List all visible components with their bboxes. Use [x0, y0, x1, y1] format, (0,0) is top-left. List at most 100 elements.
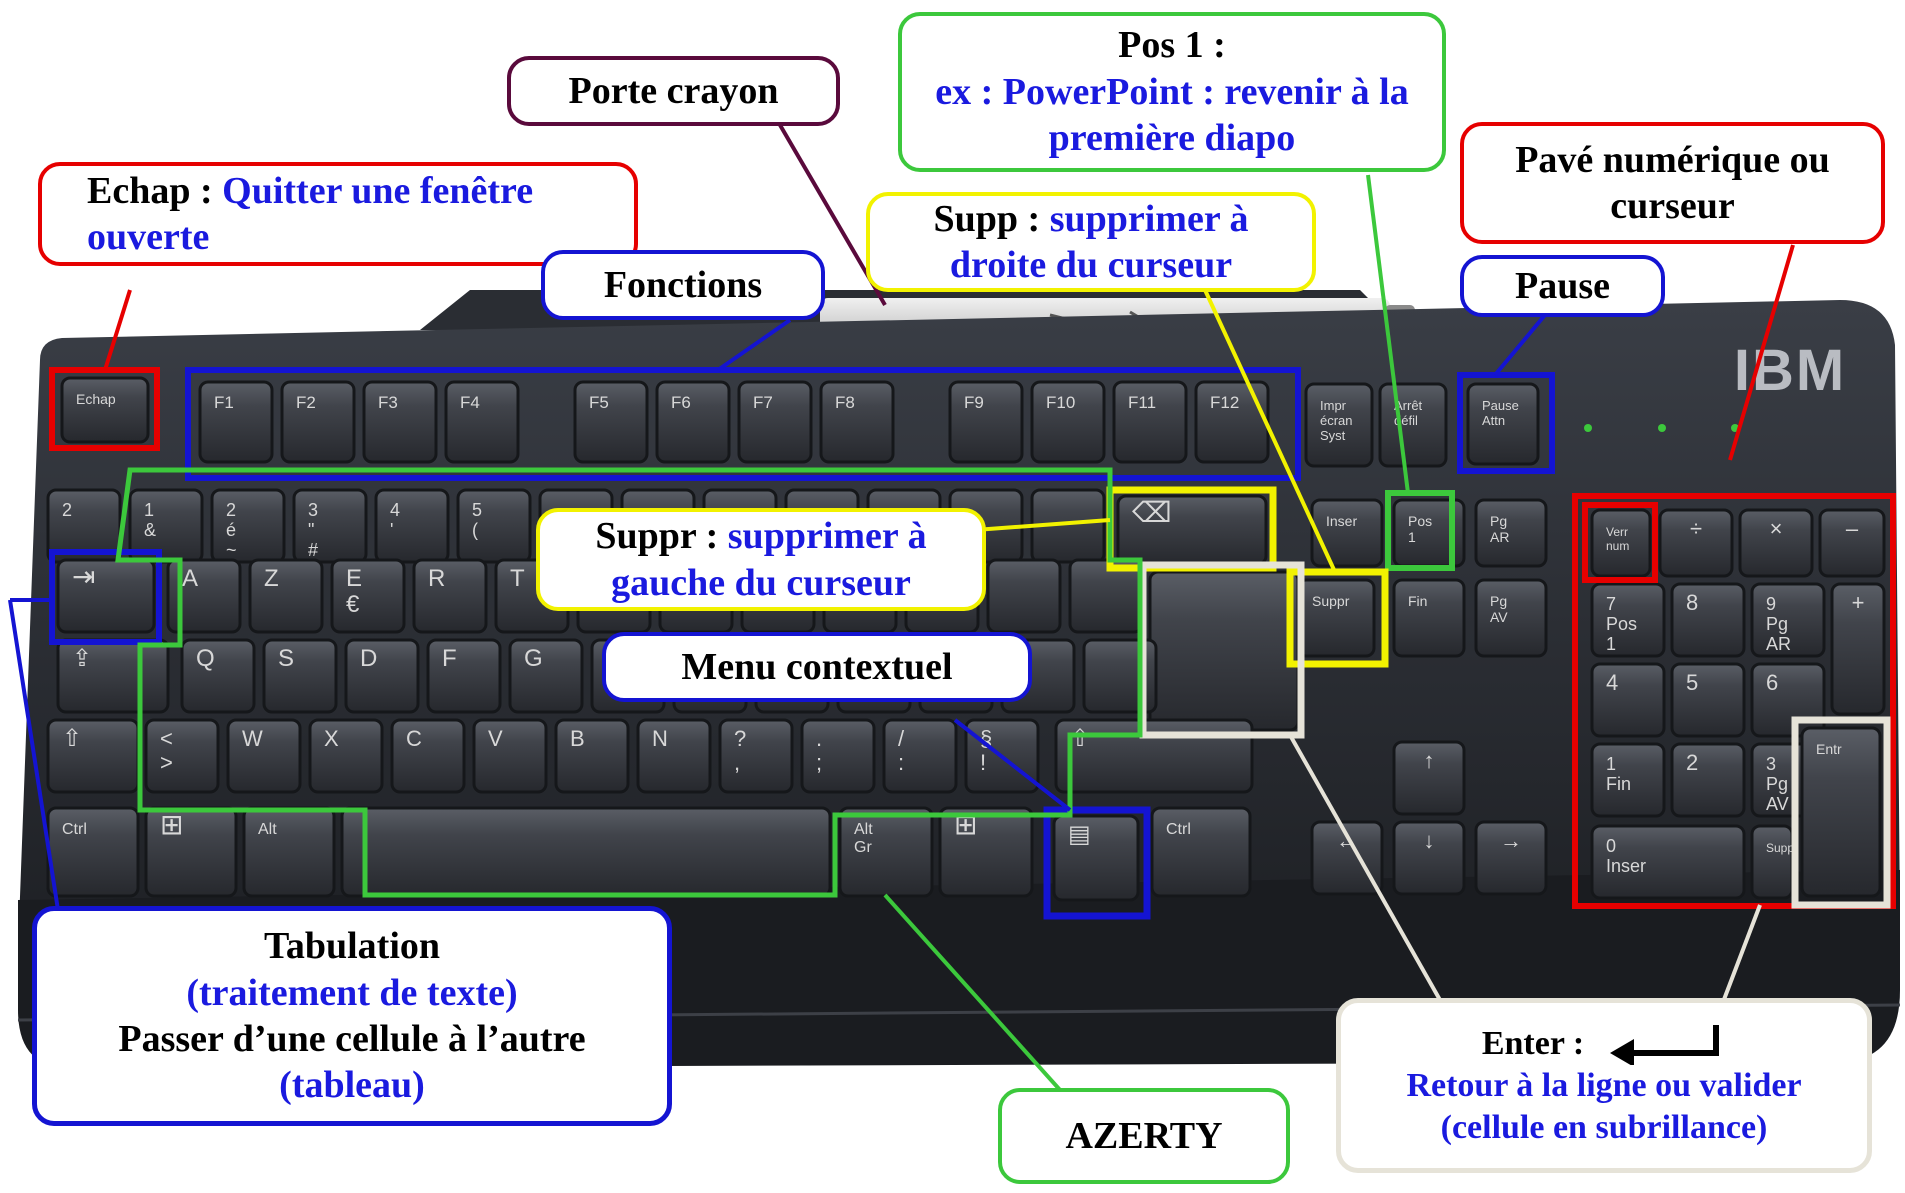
key-np7-legend: 7	[1606, 594, 1616, 614]
pointer-pos1	[1366, 174, 1410, 494]
key-f8	[819, 380, 895, 464]
key-f9-legend: F9	[964, 393, 984, 412]
key-num-4-legend: 4	[390, 500, 400, 520]
key-num-2	[210, 488, 286, 564]
key-f4-legend: F4	[460, 393, 480, 412]
key-f12-legend: F12	[1210, 393, 1239, 412]
pause-highlight	[1457, 372, 1555, 474]
key-5-wx-legend: B	[570, 726, 585, 751]
key-right-legend: →	[1500, 828, 1522, 853]
key-f4	[444, 380, 520, 464]
key-ctrl-l-legend: Ctrl	[62, 821, 87, 838]
key-np4-legend: 4	[1606, 670, 1618, 695]
callout-supp-desc: supprimer à droite du curseur	[949, 197, 1249, 286]
key-pause-legend: Attn	[1482, 413, 1505, 428]
callout-pave-title: Pavé numérique ou curseur	[1515, 138, 1830, 227]
key-num-3-legend: "	[308, 520, 314, 540]
key-f9	[948, 380, 1024, 464]
key-num-2-legend: 2	[226, 500, 236, 520]
key-np8-legend: 8	[1686, 590, 1698, 615]
key-pgar-legend: AR	[1490, 529, 1509, 545]
callout-echap: Echap : Quitter une fenêtre ouverte	[38, 162, 638, 266]
key-f2-legend: F2	[296, 393, 316, 412]
callout-echap-title: Echap :	[87, 169, 213, 212]
callout-pave: Pavé numérique ou curseur	[1460, 122, 1885, 244]
key-pgav-legend: Pg	[1490, 593, 1507, 609]
key-f1-legend: F1	[214, 393, 234, 412]
callout-enter-head: Enter :	[1341, 1023, 1867, 1066]
callout-fonctions: Fonctions	[541, 250, 825, 320]
callout-echap-text: Echap : Quitter une fenêtre ouverte	[87, 168, 634, 261]
callout-echap-desc: Quitter une fenêtre ouverte	[87, 169, 534, 258]
key-mul	[1738, 508, 1814, 578]
key-np1-legend: 1	[1606, 754, 1616, 774]
key-np0-legend: 0	[1606, 836, 1616, 856]
key-np9-legend: AR	[1766, 634, 1791, 654]
callout-pause: Pause	[1460, 255, 1665, 317]
callout-supp: Supp : supprimer à droite du curseur	[866, 192, 1316, 292]
key-np3-legend: AV	[1766, 794, 1789, 814]
key-suppr	[1296, 578, 1376, 658]
key-np5	[1670, 662, 1746, 738]
key-suppr-legend: Suppr	[1312, 593, 1350, 609]
key-8-wx-legend: ;	[816, 750, 822, 775]
key-num-0-legend: 2	[62, 500, 72, 520]
key-num-5-legend: (	[472, 520, 478, 540]
key-f10-legend: F10	[1046, 393, 1075, 412]
callout-tab-line2: Passer d’une cellule à l’autre	[118, 1018, 586, 1060]
callout-suppr-title: Suppr :	[595, 515, 719, 558]
key-ctrl-r	[1150, 806, 1252, 898]
enter-arrow-icon	[1610, 1025, 1720, 1066]
pointer-enter-1	[1288, 734, 1442, 1001]
key-np5-legend: 5	[1686, 670, 1698, 695]
key-9-wx	[882, 718, 958, 794]
pointer-enter-2	[1718, 904, 1762, 1011]
key-win-l-legend: ⊞	[160, 809, 183, 840]
key-num-3-legend: 3	[308, 500, 318, 520]
pointer-fonctions	[716, 318, 792, 372]
key-np8	[1670, 582, 1746, 658]
callout-enter: Enter : Retour à la ligne ou valider (ce…	[1336, 998, 1872, 1173]
callout-supp-title: Supp :	[933, 197, 1041, 240]
key-7-wx-legend: ,	[734, 750, 740, 775]
key-div-legend: ÷	[1690, 516, 1702, 541]
key-impr-legend: Syst	[1320, 428, 1346, 443]
key-1-az-legend: Z	[264, 565, 279, 592]
key-np1	[1590, 742, 1666, 818]
brand-logo: IBM	[1734, 338, 1846, 403]
key-num-5	[456, 488, 532, 564]
key-pgar-legend: Pg	[1490, 513, 1507, 529]
key-pos1-legend: Pos	[1408, 513, 1432, 529]
key-altgr-legend: Gr	[854, 839, 872, 856]
key-down-legend: ↓	[1424, 828, 1435, 853]
supp-highlight	[1286, 568, 1389, 668]
callout-tab: Tabulation (traitement de texte) Passer …	[32, 906, 672, 1126]
enter-highlight	[1139, 561, 1305, 739]
pointer-pave	[1728, 244, 1795, 461]
key-4-qs	[508, 638, 584, 714]
pointer-pause	[1493, 313, 1547, 377]
azerty-highlight	[115, 467, 1143, 898]
key-2-qs-legend: D	[360, 645, 377, 672]
key-0-qs-legend: Q	[196, 645, 215, 672]
key-inser	[1310, 498, 1384, 568]
key-f5-legend: F5	[589, 393, 609, 412]
key-up	[1392, 740, 1466, 816]
callout-pause-title: Pause	[1515, 264, 1610, 307]
key-f5	[573, 380, 649, 464]
key-9-wx-legend: :	[898, 750, 904, 775]
key-0-qs	[180, 638, 256, 714]
key-alt-legend: Alt	[258, 821, 277, 838]
key-num-2-legend: é	[226, 520, 236, 540]
key-num-5-legend: 5	[472, 500, 482, 520]
callout-supp-text: Supp : supprimer à droite du curseur	[870, 196, 1312, 289]
key-2-az-legend: €	[346, 591, 360, 618]
key-down	[1392, 820, 1466, 896]
key-impr-legend: écran	[1320, 413, 1353, 428]
key-altgr-legend: Alt	[854, 821, 873, 838]
key-np1-legend: Fin	[1606, 774, 1631, 794]
key-f11	[1112, 380, 1188, 464]
callout-enter-title: Enter :	[1481, 1025, 1585, 1063]
key-7-wx-legend: ?	[734, 726, 746, 751]
key-enter	[1148, 570, 1300, 732]
